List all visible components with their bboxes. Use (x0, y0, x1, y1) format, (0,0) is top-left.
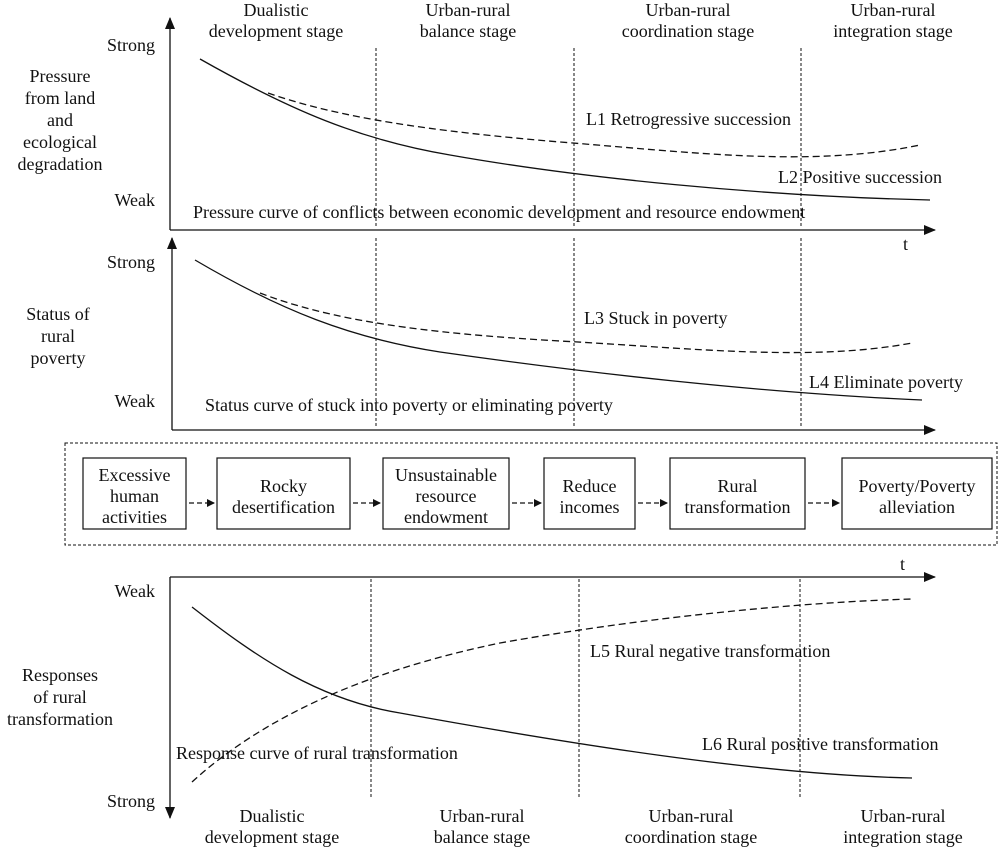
flow-box-5-line1: Rural (718, 476, 758, 496)
curve-l2-positive-succession (199, 58, 931, 201)
panel1-t-label: t (903, 234, 908, 254)
bottom-stage-4-line2: integration stage (843, 827, 962, 847)
flow-box-rural-transformation (669, 457, 806, 530)
panel3-ylabel-line3: transformation (7, 709, 113, 729)
panel2-ylabel-line1: Status of (26, 304, 90, 324)
panel2-ylabel-line3: poverty (31, 348, 86, 368)
curve-l3-stuck-in-poverty (259, 292, 913, 354)
flow-box-poverty-alleviation (841, 457, 993, 530)
top-stage-3-line1: Urban-rural (646, 0, 731, 20)
bottom-stage-2-line1: Urban-rural (440, 806, 525, 826)
panel3-t-label: t (900, 554, 905, 574)
top-stage-1-line1: Dualistic (244, 0, 309, 20)
flow-box-4-line2: incomes (560, 497, 620, 517)
panel1-ylabel-line5: degradation (18, 154, 103, 174)
flow-box-6-line2: alleviation (879, 497, 955, 517)
flow-box-4-line1: Reduce (563, 476, 617, 496)
flow-box-1-line2: human (110, 486, 159, 506)
panel-pressure: Strong Weak Pressure from land and ecolo… (18, 17, 942, 254)
panel1-strong-label: Strong (107, 35, 155, 55)
top-stage-1-line2: development stage (209, 21, 343, 41)
panel3-caption: Response curve of rural transformation (176, 743, 458, 763)
flow-dashed-frame (64, 442, 998, 546)
panel3-weak-label: Weak (114, 581, 155, 601)
bottom-stage-labels: Dualistic development stage Urban-rural … (205, 806, 963, 847)
panel1-weak-label: Weak (114, 190, 155, 210)
bottom-stage-2-line2: balance stage (434, 827, 530, 847)
top-stage-4-line1: Urban-rural (851, 0, 936, 20)
flow-box-3-line1: Unsustainable (395, 465, 497, 485)
top-stage-2-line1: Urban-rural (426, 0, 511, 20)
top-stage-labels: Dualistic development stage Urban-rural … (209, 0, 953, 41)
panel1-ylabel-line3: and (47, 110, 73, 130)
panel2-caption: Status curve of stuck into poverty or el… (205, 395, 613, 415)
flow-box-rocky-desertification (216, 457, 351, 530)
label-l5: L5 Rural negative transformation (590, 641, 830, 661)
flow-box-5-line2: transformation (685, 497, 791, 517)
panel1-ylabel-line1: Pressure (30, 66, 91, 86)
bottom-stage-4-line1: Urban-rural (861, 806, 946, 826)
bottom-stage-3-line1: Urban-rural (649, 806, 734, 826)
flow-box-excessive-human-activities (82, 457, 187, 530)
panel1-ylabel-line4: ecological (23, 132, 97, 152)
top-stage-4-line2: integration stage (833, 21, 952, 41)
panel3-ylabel-line1: Responses (22, 665, 98, 685)
curve-l5-rural-negative-transformation (191, 598, 914, 783)
bottom-stage-1-line2: development stage (205, 827, 339, 847)
panel1-ylabel-line2: from land (25, 88, 95, 108)
flow-box-1-line1: Excessive (99, 465, 171, 485)
label-l4: L4 Eliminate poverty (809, 372, 963, 392)
top-stage-2-line2: balance stage (420, 21, 516, 41)
panel2-ylabel-line2: rural (41, 326, 75, 346)
flow-box-unsustainable-resource-endowment (382, 457, 510, 530)
label-l1: L1 Retrogressive succession (586, 109, 791, 129)
top-stage-3-line2: coordination stage (622, 21, 754, 41)
panel1-caption: Pressure curve of conflicts between econ… (193, 202, 805, 222)
label-l3: L3 Stuck in poverty (584, 308, 727, 328)
flow-chain: Excessive human activities Rocky deserti… (64, 442, 998, 546)
panel2-weak-label: Weak (114, 391, 155, 411)
panel2-strong-label: Strong (107, 252, 155, 272)
panel3-strong-label: Strong (107, 791, 155, 811)
flow-box-reduce-incomes (543, 457, 636, 530)
flow-box-3-line2: resource (416, 486, 477, 506)
curve-l4-eliminate-poverty (194, 259, 923, 401)
panel3-ylabel-line2: of rural (33, 687, 86, 707)
curve-l1-retrogressive-succession (267, 92, 921, 158)
panel-rural-transformation: t Weak Strong Responses of rural transfo… (7, 554, 938, 819)
flow-box-3-line3: endowment (404, 507, 488, 527)
curve-l6-rural-positive-transformation (191, 606, 913, 779)
flow-box-2-line1: Rocky (260, 476, 307, 496)
bottom-stage-3-line2: coordination stage (625, 827, 757, 847)
label-l2: L2 Positive succession (778, 167, 942, 187)
label-l6: L6 Rural positive transformation (702, 734, 938, 754)
bottom-stage-1-line1: Dualistic (240, 806, 305, 826)
flow-box-2-line2: desertification (232, 497, 335, 517)
panel-poverty: Strong Weak Status of rural poverty L3 S… (26, 237, 963, 435)
flow-box-6-line1: Poverty/Poverty (859, 476, 976, 496)
flow-box-1-line3: activities (102, 507, 167, 527)
